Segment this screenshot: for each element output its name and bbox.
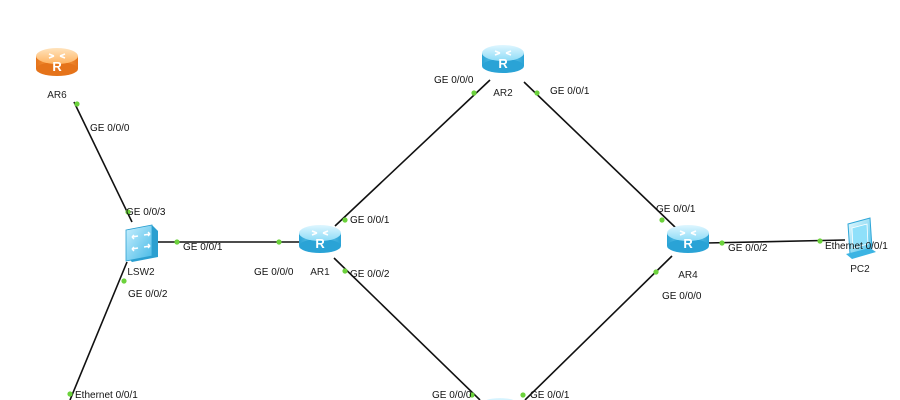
port-dot-ar4-ge000: [653, 269, 659, 275]
port-label-lsw2-ge003: GE 0/0/3: [126, 207, 166, 218]
device-label-lsw2: LSW2: [127, 267, 155, 278]
port-label-lsw2-ge002: GE 0/0/2: [128, 289, 168, 300]
router-icon: R: [482, 45, 524, 73]
links: [69, 79, 846, 400]
link-ar6-lsw2[interactable]: [73, 101, 133, 223]
svg-text:R: R: [498, 56, 508, 71]
port-dot-ar1-ge000: [276, 239, 282, 245]
device-label-pc2: PC2: [850, 264, 870, 275]
port-label-ar4-ge001: GE 0/0/1: [656, 204, 696, 215]
port-dot-ar6-ge000: [74, 101, 80, 107]
port-label-ar2-ge000: GE 0/0/0: [434, 75, 474, 86]
svg-text:R: R: [683, 236, 693, 251]
port-label-ar4-ge000: GE 0/0/0: [662, 291, 702, 302]
port-dot-ar2-ge001: [534, 90, 540, 96]
port-label-ar1-ge000: GE 0/0/0: [254, 267, 294, 278]
link-ar4-bottom[interactable]: [524, 255, 673, 400]
svg-text:R: R: [315, 236, 325, 251]
device-label-ar2: AR2: [493, 88, 513, 99]
link-ar1-bottom[interactable]: [333, 257, 481, 400]
port-label-bottom-ge000: GE 0/0/0: [432, 390, 472, 400]
port-dot-lsw2-ge002: [121, 278, 127, 284]
port-label-ar6-ge000: GE 0/0/0: [90, 123, 130, 134]
device-label-ar1: AR1: [310, 267, 330, 278]
port-label-ar2-ge001: GE 0/0/1: [550, 86, 590, 97]
port-dot-bottom-ge001: [520, 392, 526, 398]
port-dot-ar1-ge002: [342, 268, 348, 274]
port-label-bottomleft-eth001: Ethernet 0/0/1: [75, 390, 138, 400]
port-dot-ar1-ge001: [342, 217, 348, 223]
port-dot-pc2-eth001: [817, 238, 823, 244]
device-pc2[interactable]: [846, 217, 876, 259]
port-label-ar1-ge002: GE 0/0/2: [350, 269, 390, 280]
switch-icon: [125, 224, 158, 262]
port-dot-bottom-ge000: [469, 392, 475, 398]
port-dot-ar4-ge001: [659, 217, 665, 223]
device-ar2[interactable]: R: [482, 45, 524, 73]
device-lsw2[interactable]: [125, 224, 158, 262]
link-lsw2-bottomleft[interactable]: [69, 261, 128, 400]
device-ar1[interactable]: R: [299, 225, 341, 253]
port-label-lsw2-ge001: GE 0/0/1: [183, 242, 223, 253]
port-label-bottom-ge001: GE 0/0/1: [530, 390, 570, 400]
port-label-ar4-ge002: GE 0/0/2: [728, 243, 768, 254]
router-icon: R: [36, 48, 78, 76]
svg-text:R: R: [52, 59, 62, 74]
router-icon: R: [667, 225, 709, 253]
device-ar4[interactable]: R: [667, 225, 709, 253]
port-dot-lsw2-ge001: [174, 239, 180, 245]
port-labels: GE 0/0/0 GE 0/0/3 GE 0/0/1 GE 0/0/2 GE 0…: [75, 75, 888, 400]
device-label-ar6: AR6: [47, 90, 67, 101]
pc-icon: [846, 217, 876, 259]
port-dot-ar4-ge002: [719, 240, 725, 246]
port-dot-lsw2-ge003: [125, 209, 131, 215]
port-label-pc2-eth001: Ethernet 0/0/1: [825, 241, 888, 252]
link-ar1-ar2[interactable]: [334, 79, 491, 227]
link-ar2-ar4[interactable]: [523, 81, 677, 229]
device-label-ar4: AR4: [678, 270, 698, 281]
port-dot-ar2-ge000: [471, 90, 477, 96]
router-icon: R: [299, 225, 341, 253]
device-ar6[interactable]: R: [36, 48, 78, 76]
port-dots: [67, 90, 823, 398]
port-dot-bottomleft-eth001: [67, 391, 73, 397]
port-label-ar1-ge001: GE 0/0/1: [350, 215, 390, 226]
